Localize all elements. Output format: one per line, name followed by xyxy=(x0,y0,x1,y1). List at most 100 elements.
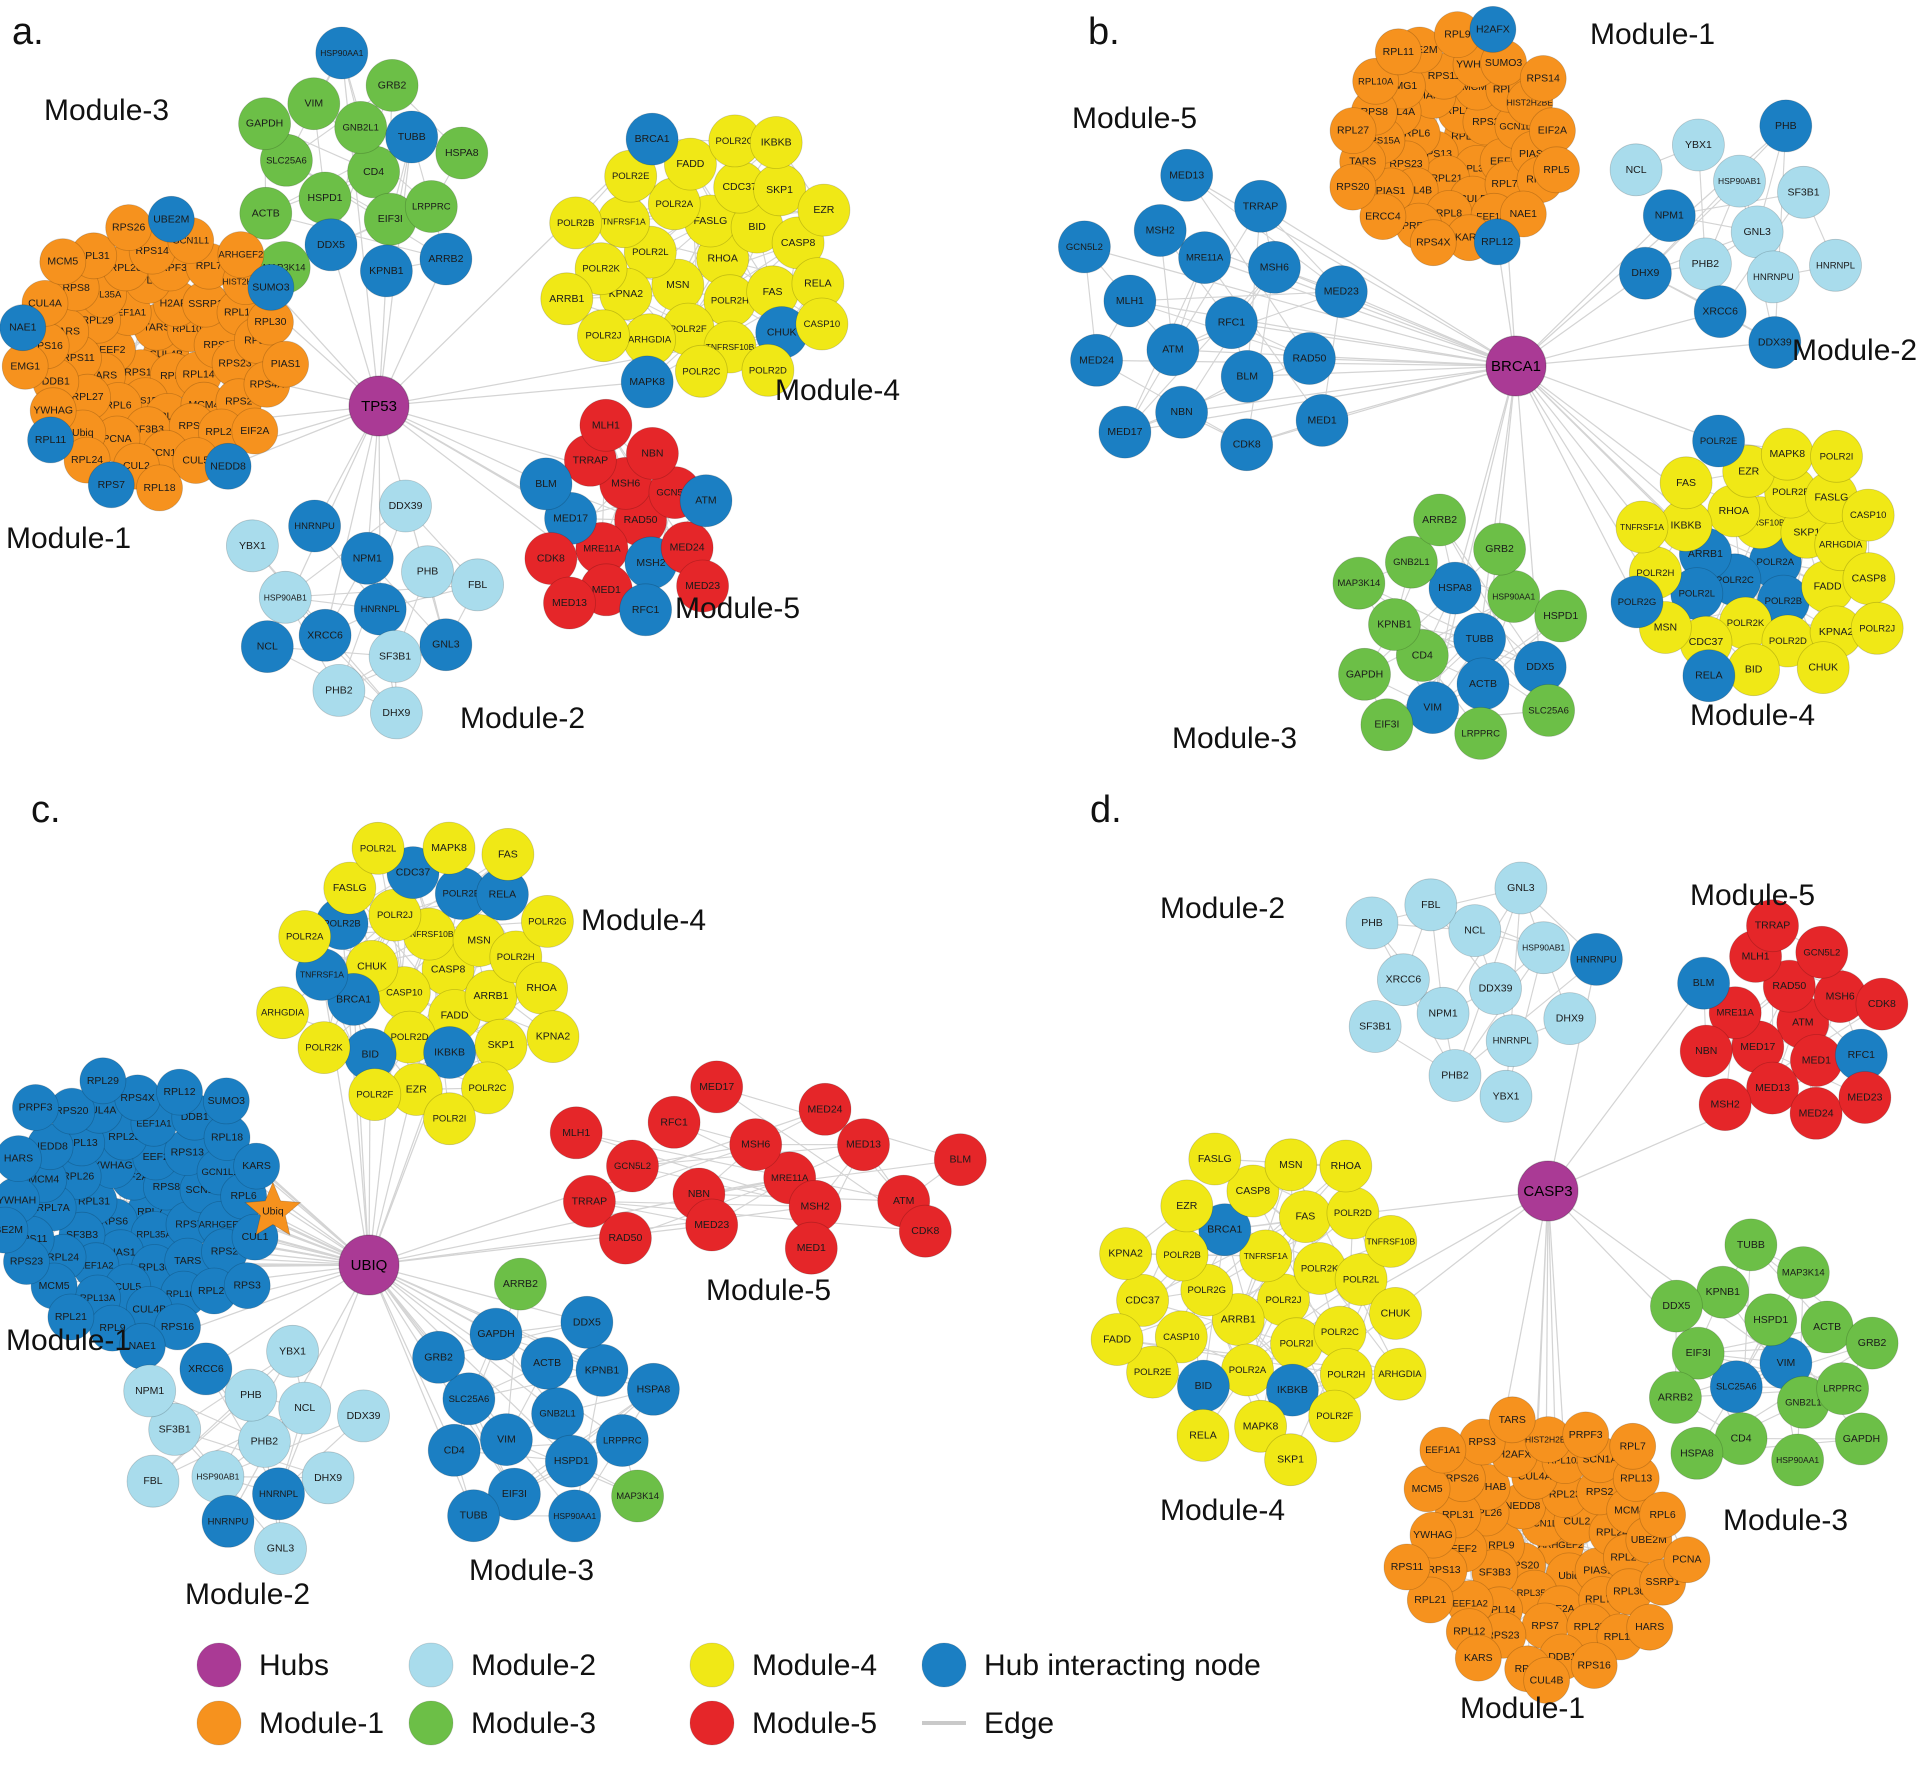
gene-node-mlh1[interactable]: MLH1 xyxy=(549,1106,603,1160)
gene-node-gnl3[interactable]: GNL3 xyxy=(1730,205,1784,259)
gene-node-tubb[interactable]: TUBB xyxy=(385,110,439,164)
gene-node-phb2[interactable]: PHB2 xyxy=(237,1415,291,1468)
gene-node-nae1[interactable]: NAE1 xyxy=(118,1322,166,1370)
gene-node-msh6[interactable]: MSH6 xyxy=(1813,970,1867,1023)
gene-node-polr2l[interactable]: POLR2L xyxy=(351,821,405,875)
gene-node-rps7[interactable]: RPS7 xyxy=(87,461,135,509)
gene-node-ddx5[interactable]: DDX5 xyxy=(560,1295,614,1349)
gene-node-actb[interactable]: ACTB xyxy=(239,186,293,240)
gene-node-msh6[interactable]: MSH6 xyxy=(1248,240,1301,294)
gene-node-casp10[interactable]: CASP10 xyxy=(1154,1310,1208,1364)
gene-node-mlh1[interactable]: MLH1 xyxy=(579,398,633,452)
gene-node-rela[interactable]: RELA xyxy=(1682,649,1736,703)
gene-node-eif3i[interactable]: EIF3I xyxy=(488,1467,541,1521)
gene-node-fas[interactable]: FAS xyxy=(1659,456,1713,510)
gene-node-slc25a6[interactable]: SLC25A6 xyxy=(442,1372,496,1426)
gene-node-rhoa[interactable]: RHOA xyxy=(1707,484,1761,538)
gene-node-xrcc6[interactable]: XRCC6 xyxy=(298,608,352,662)
gene-node-eef1a1[interactable]: EEF1A1 xyxy=(1419,1426,1467,1474)
gene-node-ercc4[interactable]: ERCC4 xyxy=(1359,193,1407,241)
gene-node-polr2d[interactable]: POLR2D xyxy=(741,343,795,397)
gene-node-grb2[interactable]: GRB2 xyxy=(412,1330,466,1384)
gene-node-tubb[interactable]: TUBB xyxy=(1453,612,1506,666)
gene-node-hspd1[interactable]: HSPD1 xyxy=(1744,1293,1798,1347)
gene-node-trrap[interactable]: TRRAP xyxy=(1234,179,1287,233)
gene-node-sumo3[interactable]: SUMO3 xyxy=(202,1077,250,1125)
gene-node-actb[interactable]: ACTB xyxy=(1800,1300,1854,1354)
gene-node-polr2f[interactable]: POLR2F xyxy=(1308,1389,1362,1443)
gene-node-msn[interactable]: MSN xyxy=(1264,1138,1318,1192)
gene-node-hnrnpl[interactable]: HNRNPL xyxy=(1485,1014,1539,1068)
gene-node-rps20[interactable]: RPS20 xyxy=(48,1087,96,1135)
gene-node-nae1[interactable]: NAE1 xyxy=(0,304,47,352)
gene-node-atm[interactable]: ATM xyxy=(1146,323,1200,377)
gene-node-polr2c[interactable]: POLR2C xyxy=(675,344,728,398)
gene-node-npm1[interactable]: NPM1 xyxy=(123,1364,177,1418)
gene-node-hars[interactable]: HARS xyxy=(1626,1603,1674,1651)
gene-node-ezr[interactable]: EZR xyxy=(1160,1179,1214,1233)
gene-node-med13[interactable]: MED13 xyxy=(837,1118,890,1172)
gene-node-hnrnpu[interactable]: HNRNPU xyxy=(1746,250,1800,304)
gene-node-rpl21[interactable]: RPL21 xyxy=(47,1293,95,1341)
gene-node-rpl11[interactable]: RPL11 xyxy=(1374,28,1422,76)
gene-node-hars[interactable]: HARS xyxy=(0,1135,42,1182)
gene-node-fas[interactable]: FAS xyxy=(1279,1190,1332,1243)
gene-node-gcn5l2[interactable]: GCN5L2 xyxy=(606,1139,659,1193)
gene-node-tnfrsf1a[interactable]: TNFRSF1A xyxy=(1239,1229,1293,1283)
gene-node-phb[interactable]: PHB xyxy=(1345,896,1399,950)
gene-node-ddx39[interactable]: DDX39 xyxy=(337,1389,390,1443)
gene-node-rps26[interactable]: RPS26 xyxy=(105,204,153,252)
gene-node-npm1[interactable]: NPM1 xyxy=(1416,986,1470,1040)
gene-node-hspa8[interactable]: HSPA8 xyxy=(1670,1426,1724,1480)
gene-node-ybx1[interactable]: YBX1 xyxy=(225,519,279,573)
gene-node-med13[interactable]: MED13 xyxy=(543,576,596,630)
gene-node-mapk8[interactable]: MAPK8 xyxy=(620,355,674,409)
gene-node-ddx39[interactable]: DDX39 xyxy=(379,479,432,533)
gene-node-gapdh[interactable]: GAPDH xyxy=(469,1307,523,1361)
gene-node-vim[interactable]: VIM xyxy=(479,1413,533,1466)
gene-node-hsp90aa1[interactable]: HSP90AA1 xyxy=(315,26,369,80)
gene-node-prpf3[interactable]: PRPF3 xyxy=(1562,1411,1610,1459)
gene-node-ikbkb[interactable]: IKBKB xyxy=(1266,1363,1319,1417)
gene-node-casp8[interactable]: CASP8 xyxy=(1226,1164,1280,1218)
gene-node-chuk[interactable]: CHUK xyxy=(1796,641,1850,694)
gene-node-mcm5[interactable]: MCM5 xyxy=(39,238,87,286)
gene-node-tnfrsf1a[interactable]: TNFRSF1A xyxy=(1615,500,1669,554)
gene-node-hnrnpl[interactable]: HNRNPL xyxy=(252,1467,305,1521)
gene-node-cdc37[interactable]: CDC37 xyxy=(713,160,767,214)
gene-node-polr2i[interactable]: POLR2I xyxy=(423,1092,476,1146)
gene-node-vim[interactable]: VIM xyxy=(287,77,341,131)
gene-node-gapdh[interactable]: GAPDH xyxy=(1835,1412,1888,1466)
gene-node-polr2g[interactable]: POLR2G xyxy=(1610,575,1664,629)
gene-node-sumo3[interactable]: SUMO3 xyxy=(247,263,295,311)
gene-node-rpl6[interactable]: RPL6 xyxy=(1639,1491,1686,1539)
gene-node-polr2j[interactable]: POLR2J xyxy=(1850,601,1904,655)
gene-node-dhx9[interactable]: DHX9 xyxy=(1619,246,1672,300)
gene-node-med23[interactable]: MED23 xyxy=(685,1198,739,1252)
gene-node-phb2[interactable]: PHB2 xyxy=(1428,1049,1482,1102)
gene-node-fbl[interactable]: FBL xyxy=(451,558,505,612)
gene-node-med13[interactable]: MED13 xyxy=(1160,148,1214,202)
gene-node-med1[interactable]: MED1 xyxy=(1295,393,1349,447)
gene-node-phb2[interactable]: PHB2 xyxy=(312,664,366,717)
gene-node-ubiq[interactable]: Ubiq xyxy=(244,1181,302,1236)
gene-node-polr2a[interactable]: POLR2A xyxy=(278,910,332,963)
gene-node-h2afx[interactable]: H2AFX xyxy=(1469,5,1517,53)
gene-node-arhgdia[interactable]: ARHGDIA xyxy=(1373,1347,1427,1401)
gene-node-casp10[interactable]: CASP10 xyxy=(795,297,849,351)
gene-node-tnfrsf10b[interactable]: TNFRSF10B xyxy=(1364,1215,1418,1268)
gene-node-med1[interactable]: MED1 xyxy=(784,1221,838,1275)
gene-node-hsp90ab1[interactable]: HSP90AB1 xyxy=(191,1450,245,1503)
gene-node-cdk8[interactable]: CDK8 xyxy=(524,532,578,585)
gene-node-msh6[interactable]: MSH6 xyxy=(729,1118,783,1171)
gene-node-ube2m[interactable]: UBE2M xyxy=(0,1206,29,1254)
gene-node-emg1[interactable]: EMG1 xyxy=(1,342,49,390)
gene-node-hspd1[interactable]: HSPD1 xyxy=(1534,589,1588,643)
gene-node-skp1[interactable]: SKP1 xyxy=(474,1018,528,1072)
gene-node-skp1[interactable]: SKP1 xyxy=(1264,1433,1317,1487)
gene-node-gcn5l2[interactable]: GCN5L2 xyxy=(1058,220,1111,274)
gene-node-mapk8[interactable]: MAPK8 xyxy=(422,821,476,875)
gene-node-gnl3[interactable]: GNL3 xyxy=(419,618,473,672)
gene-node-polr2b[interactable]: POLR2B xyxy=(1155,1228,1209,1282)
gene-node-hsp90ab1[interactable]: HSP90AB1 xyxy=(258,570,312,624)
